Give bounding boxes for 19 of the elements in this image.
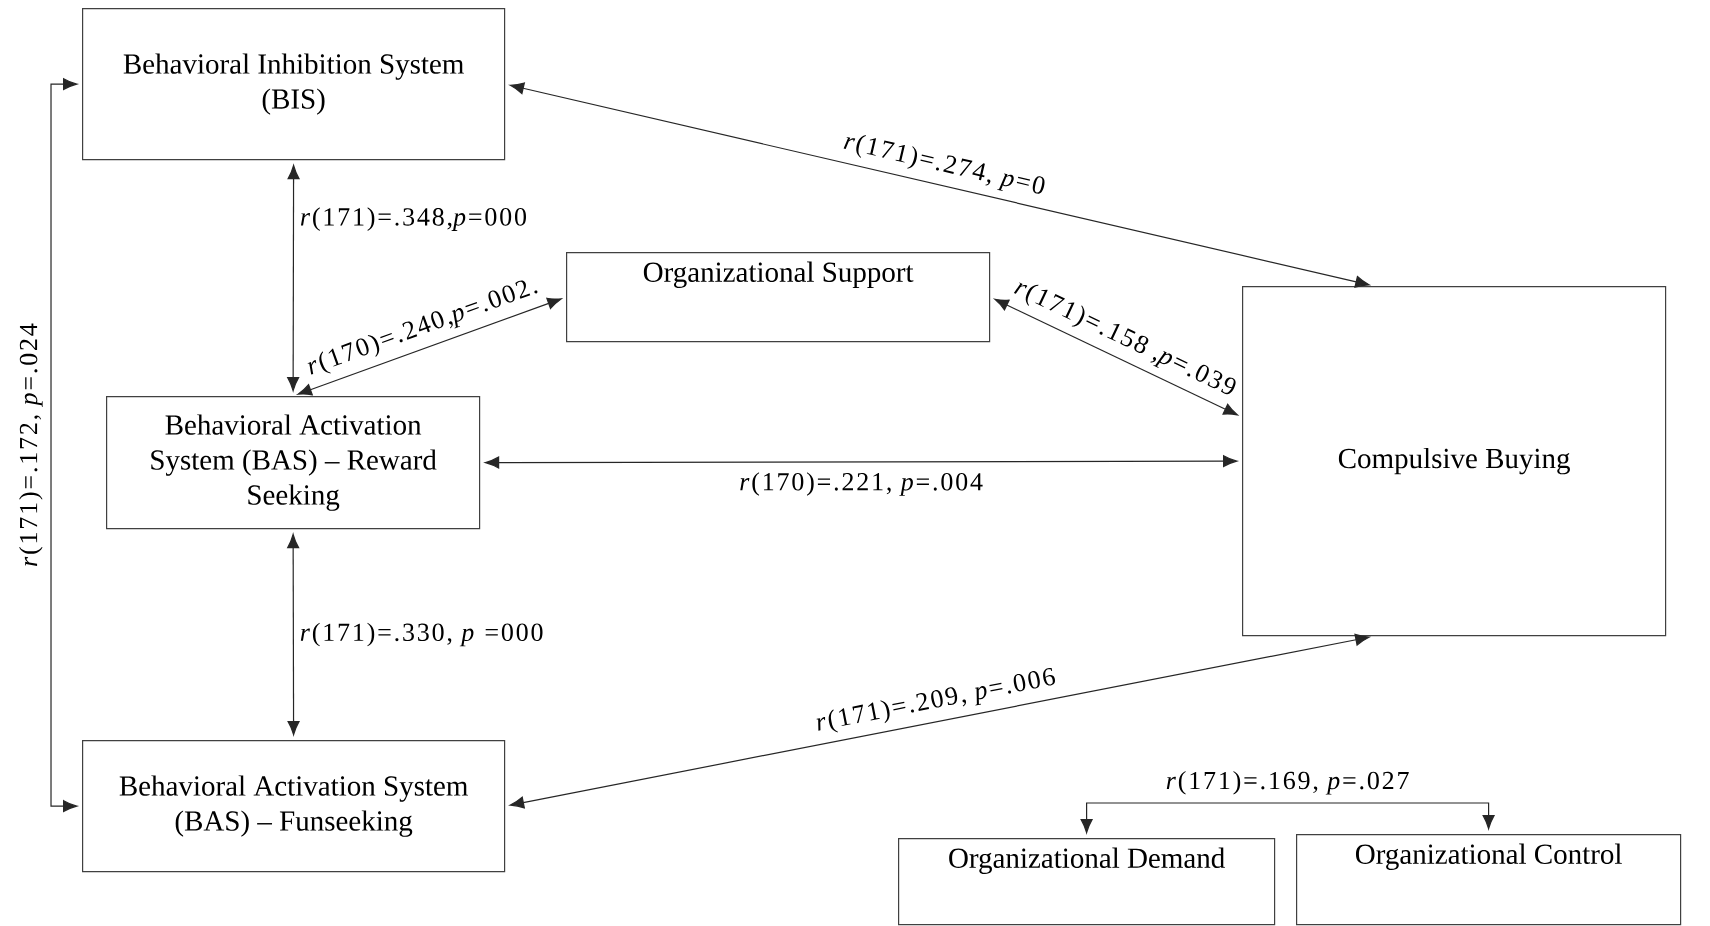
process-box: Compulsive Buying (1242, 286, 1667, 637)
arrow (1080, 802, 1495, 834)
edge-label: r(171)=.330, p =000 (297, 620, 546, 649)
process-box: Behavioral Activation System (BAS) – Reward Seeking (106, 395, 481, 530)
arrow (484, 455, 1238, 469)
process-box: Organizational Demand (898, 838, 1276, 926)
process-box: Organizational Support (566, 252, 991, 343)
arrow (509, 633, 1370, 809)
arrow (509, 82, 1370, 288)
edge-label: r(170)=.221, p=.004 (737, 470, 985, 498)
arrow (50, 78, 78, 813)
edge-label: r(171)=.172, p=.024 (17, 321, 45, 569)
process-box: Behavioral Activation System (BAS) – Funseeking (82, 740, 506, 873)
arrow (287, 533, 300, 736)
edge-label: r(171)=.348,p=000 (297, 205, 529, 233)
process-box: Organizational Control (1296, 834, 1682, 926)
edge-label: r(171)=.169, p=.027 (1163, 769, 1412, 797)
arrow (287, 164, 300, 392)
process-box: Behavioral Inhibition System (BIS) (82, 8, 506, 161)
